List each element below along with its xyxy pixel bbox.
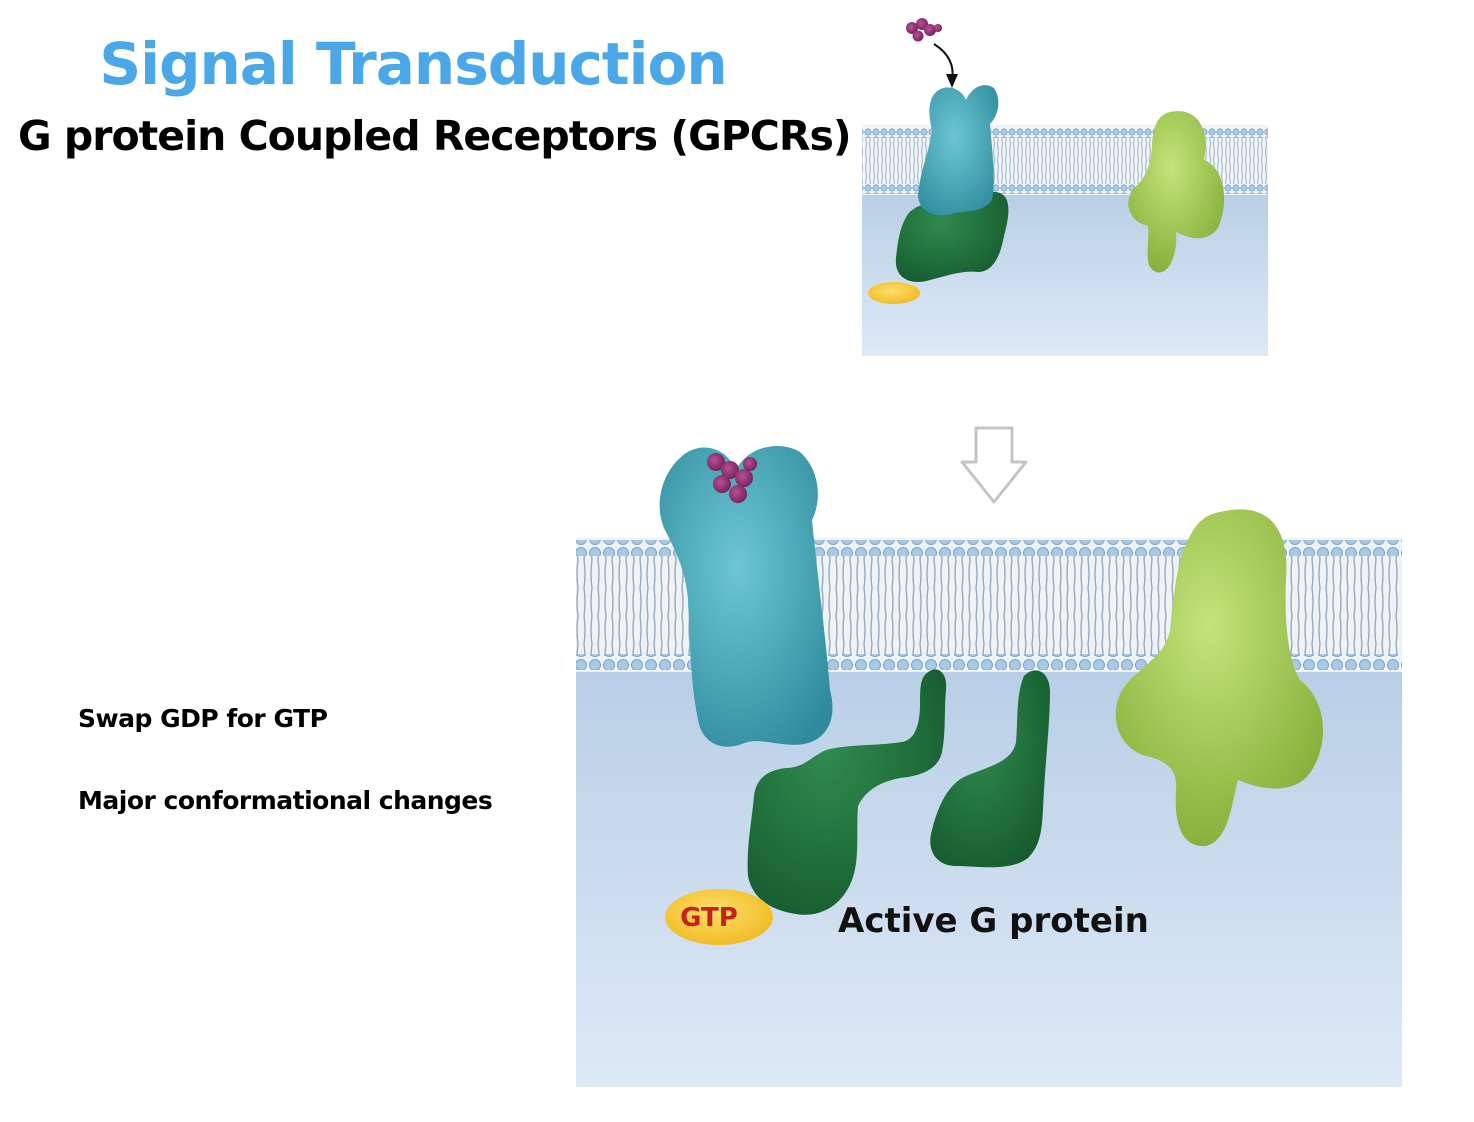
- g-alpha-subunit: [747, 669, 947, 915]
- transition-arrow-icon: [960, 426, 1028, 504]
- active-state-panel: GTP Active G protein: [576, 446, 1402, 1087]
- gtp-molecule: GTP: [665, 889, 773, 945]
- bound-ligand-icon: [707, 453, 757, 503]
- binding-arrow-icon: [933, 43, 958, 88]
- gtp-label: GTP: [680, 903, 738, 933]
- g-beta-gamma-subunit: [930, 670, 1050, 868]
- receptor-bottom: [659, 446, 833, 747]
- note-conformational-changes: Major conformational changes: [78, 786, 493, 815]
- gdp-molecule-top: [868, 282, 920, 304]
- receptor-top: [918, 85, 999, 216]
- inactive-state-panel: [862, 18, 1268, 356]
- g-protein-top: [895, 189, 1009, 282]
- ligand-molecule-icon: [906, 18, 942, 42]
- effector-protein-bottom: [1115, 509, 1324, 847]
- page-subtitle: G protein Coupled Receptors (GPCRs): [18, 112, 852, 160]
- effector-protein-top: [1128, 111, 1225, 273]
- page-title: Signal Transduction: [99, 30, 727, 98]
- active-g-protein-label: Active G protein: [838, 901, 1149, 941]
- note-swap-gdp: Swap GDP for GTP: [78, 704, 328, 733]
